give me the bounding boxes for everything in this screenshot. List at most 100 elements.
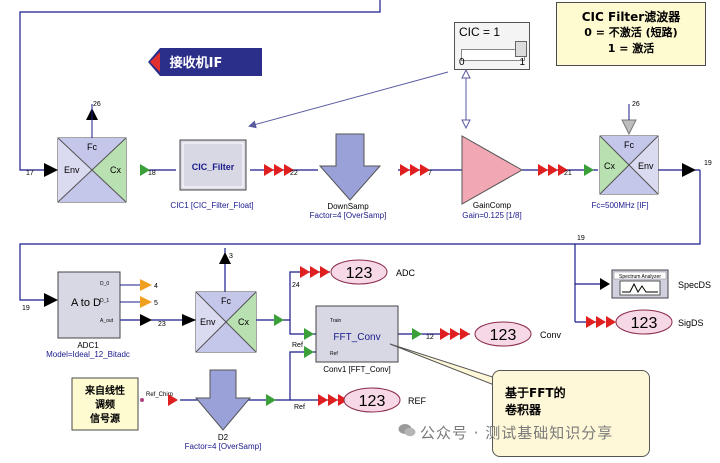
wires-row2 bbox=[120, 248, 470, 401]
adc-param: Model=Ideal_12_Bitadc bbox=[46, 350, 130, 359]
conv-output-arrow bbox=[412, 328, 422, 340]
svg-text:Fc: Fc bbox=[221, 296, 231, 306]
svg-text:Fc: Fc bbox=[87, 142, 97, 152]
downsamp-block[interactable] bbox=[318, 133, 382, 201]
svg-text:A to D: A to D bbox=[71, 297, 101, 309]
specds-label: SpecDS bbox=[678, 280, 711, 290]
svg-text:信号源: 信号源 bbox=[90, 412, 120, 425]
svg-text:Train: Train bbox=[330, 318, 341, 324]
mixer-block-left[interactable]: Fc Env Cx bbox=[57, 137, 127, 203]
svg-text:FFT_Conv: FFT_Conv bbox=[333, 332, 380, 343]
cic-slider-label: CIC = 1 bbox=[459, 25, 501, 39]
fft-conv-callout: 基于FFT的 卷积器 bbox=[492, 370, 650, 457]
mixer-block-right[interactable]: Fc Cx Env bbox=[599, 135, 659, 195]
d2-caption: D2 bbox=[218, 433, 229, 442]
watermark-text: 公众号 · 测试基础知识分享 bbox=[420, 424, 614, 442]
svg-text:19: 19 bbox=[22, 305, 30, 312]
svg-text:3: 3 bbox=[229, 253, 233, 260]
gaincomp-block[interactable] bbox=[461, 135, 524, 205]
adc-sink-display[interactable]: 123 bbox=[330, 259, 388, 285]
callout-line2: 卷积器 bbox=[505, 403, 542, 417]
fft-conv-block[interactable]: FFT_Conv Train Ref bbox=[315, 305, 399, 363]
cic-slider-knob[interactable] bbox=[515, 41, 527, 57]
receiver-if-label: 接收机IF bbox=[170, 55, 223, 71]
svg-text:Cx: Cx bbox=[110, 165, 121, 175]
svg-text:来自线性: 来自线性 bbox=[84, 384, 125, 397]
adc-out-aout bbox=[140, 314, 152, 326]
sigds-label: SigDS bbox=[678, 318, 704, 328]
svg-text:Env: Env bbox=[64, 165, 80, 175]
cic-info-line3: 1 = 激活 bbox=[607, 42, 655, 55]
svg-text:123: 123 bbox=[346, 265, 373, 282]
conv-sink-display[interactable]: 123 bbox=[474, 321, 532, 347]
red-arrows-adc-sink bbox=[300, 266, 330, 278]
adc-out-d1 bbox=[140, 296, 152, 308]
d2-downsample-block[interactable] bbox=[194, 369, 252, 431]
svg-text:17: 17 bbox=[26, 170, 34, 177]
svg-text:Ref: Ref bbox=[330, 351, 338, 357]
svg-text:7: 7 bbox=[428, 170, 432, 177]
svg-text:Cx: Cx bbox=[604, 161, 615, 171]
svg-text:123: 123 bbox=[631, 315, 658, 332]
svg-text:Ref: Ref bbox=[294, 404, 305, 411]
ref-sink-label: REF bbox=[408, 396, 427, 406]
mixer-right-fc-arrow bbox=[621, 119, 637, 136]
svg-text:CIC_Filter: CIC_Filter bbox=[192, 162, 235, 172]
svg-text:22: 22 bbox=[290, 170, 298, 177]
ref-sink-display[interactable]: 123 bbox=[343, 387, 401, 413]
cic-info-box: CIC Filter滤波器 0 = 不激活 (短路) 1 = 激活 bbox=[556, 2, 706, 66]
wechat-icon bbox=[398, 424, 416, 437]
cic-slider-max: 1 bbox=[519, 57, 525, 68]
mixer-left-input-arrow bbox=[44, 163, 58, 177]
red-arrows-conv-sink bbox=[440, 328, 470, 340]
conv-train-arrow bbox=[304, 328, 314, 340]
svg-text:Fc: Fc bbox=[624, 140, 634, 150]
svg-text:Env: Env bbox=[200, 317, 216, 327]
mixer-right-output-arrow bbox=[682, 163, 696, 177]
svg-text:D_0: D_0 bbox=[100, 281, 109, 287]
svg-text:19: 19 bbox=[704, 160, 712, 167]
mixer-right-input-arrow bbox=[584, 164, 594, 176]
red-arrows-sigds-sink bbox=[586, 316, 616, 328]
cic-slider-min: 0 bbox=[459, 57, 465, 68]
mixer-left-output-arrow bbox=[140, 164, 150, 176]
adc-out-d0 bbox=[140, 279, 152, 291]
cic-info-line2: 0 = 不激活 (短路) bbox=[584, 26, 678, 39]
svg-text:Env: Env bbox=[638, 161, 654, 171]
svg-text:19: 19 bbox=[577, 235, 585, 242]
spectrum-analyzer[interactable]: Spectrum Analyzer bbox=[611, 269, 669, 299]
svg-text:23: 23 bbox=[158, 321, 166, 328]
mixer-block-middle[interactable]: Fc Env Cx bbox=[195, 291, 257, 353]
adc-block[interactable]: A to D D_0 D_1 A_out bbox=[57, 271, 121, 339]
svg-text:4: 4 bbox=[154, 283, 158, 290]
svg-text:12: 12 bbox=[426, 334, 434, 341]
svg-text:123: 123 bbox=[359, 393, 386, 410]
red-arrows-ref-sink bbox=[318, 394, 348, 406]
svg-text:Spectrum Analyzer: Spectrum Analyzer bbox=[619, 274, 661, 280]
svg-text:21: 21 bbox=[564, 170, 572, 177]
svg-text:Ref: Ref bbox=[292, 342, 303, 349]
cic-filter-caption: CIC1 [CIC_Filter_Float] bbox=[170, 201, 253, 210]
receiver-if-badge: 接收机IF bbox=[148, 48, 262, 76]
svg-text:26: 26 bbox=[632, 101, 640, 108]
d2-param: Factor=4 [OverSamp] bbox=[185, 442, 262, 451]
conv-caption: Conv1 [FFT_Conv] bbox=[323, 365, 391, 374]
downsamp-param: Factor=4 [OverSamp] bbox=[310, 211, 387, 220]
svg-text:调频: 调频 bbox=[95, 398, 115, 411]
svg-text:26: 26 bbox=[93, 101, 101, 108]
conv-sink-label: Conv bbox=[540, 330, 562, 340]
cic-slider-control[interactable]: CIC = 1 0 1 bbox=[454, 22, 530, 70]
svg-text:A_out: A_out bbox=[100, 318, 114, 324]
adc-input-arrow bbox=[44, 293, 58, 307]
conv-ref-arrow bbox=[304, 346, 314, 358]
svg-text:123: 123 bbox=[490, 327, 517, 344]
red-arrows-row1 bbox=[264, 164, 568, 176]
cic-filter-block[interactable]: CIC_Filter bbox=[179, 139, 247, 191]
mixer-right-param: Fc=500MHz [IF] bbox=[591, 201, 648, 210]
sigds-sink-display[interactable]: 123 bbox=[615, 309, 673, 335]
callout-line1: 基于FFT的 bbox=[505, 386, 566, 400]
cic-info-line1: CIC Filter滤波器 bbox=[581, 10, 681, 24]
mixer-mid-fc-arrow bbox=[219, 252, 231, 264]
chirp-source-box: 来自线性 调频 信号源 bbox=[71, 377, 139, 431]
